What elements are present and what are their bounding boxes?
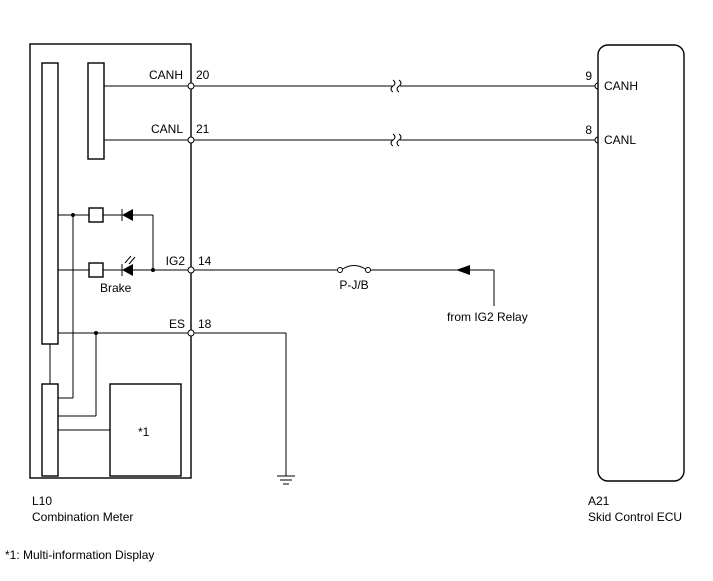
meter-canl-label: CANL — [151, 122, 183, 136]
indicator-1-resistor — [88, 207, 104, 223]
ecu-code: A21 — [588, 494, 610, 508]
multi-information-display-block — [109, 383, 182, 477]
meter-code: L10 — [32, 494, 52, 508]
ecu-name: Skid Control ECU — [588, 510, 682, 524]
arrow-left-icon — [456, 265, 470, 275]
meter-name: Combination Meter — [32, 510, 133, 524]
ecu-canl-label: CANL — [604, 133, 636, 147]
brake-label: Brake — [100, 281, 132, 295]
canh-break-mark — [390, 79, 402, 93]
fuse-terminal-left — [337, 267, 343, 273]
led-ray-1 — [124, 255, 132, 264]
diode-icon — [122, 209, 133, 221]
meter-pin-18-label: 18 — [198, 317, 212, 331]
display-mark: *1 — [138, 425, 150, 439]
fuse-label: P-J/B — [339, 278, 368, 292]
meter-pin-20-terminal — [187, 82, 195, 90]
meter-es-label: ES — [169, 317, 185, 331]
ecu-canh-label: CANH — [604, 79, 638, 93]
ecu-pin-8-label: 8 — [585, 123, 592, 137]
fuse-terminal-right — [365, 267, 371, 273]
meter-ig2-label: IG2 — [166, 254, 186, 268]
meter-pin-20-label: 20 — [196, 68, 210, 82]
meter-pin-21-terminal — [187, 136, 195, 144]
led-ray-2 — [128, 256, 136, 265]
canl-break-mark — [390, 133, 402, 147]
meter-pin-18-terminal — [187, 329, 195, 337]
led-icon — [122, 264, 133, 276]
meter-canh-label: CANH — [149, 68, 183, 82]
relay-label: from IG2 Relay — [447, 310, 528, 324]
ecu-pin-9-label: 9 — [585, 69, 592, 83]
footnote: *1: Multi-information Display — [5, 548, 154, 562]
meter-pin-21-label: 21 — [196, 122, 210, 136]
fuse-icon — [340, 265, 368, 271]
meter-power-block — [41, 383, 59, 477]
meter-main-block — [41, 62, 59, 345]
ig2-junction — [151, 268, 155, 272]
meter-can-block — [87, 62, 105, 160]
meter-pin-14-terminal — [187, 266, 195, 274]
skid-control-ecu-box — [597, 44, 685, 482]
meter-pin-14-label: 14 — [198, 254, 212, 268]
brake-indicator-resistor — [88, 262, 104, 278]
